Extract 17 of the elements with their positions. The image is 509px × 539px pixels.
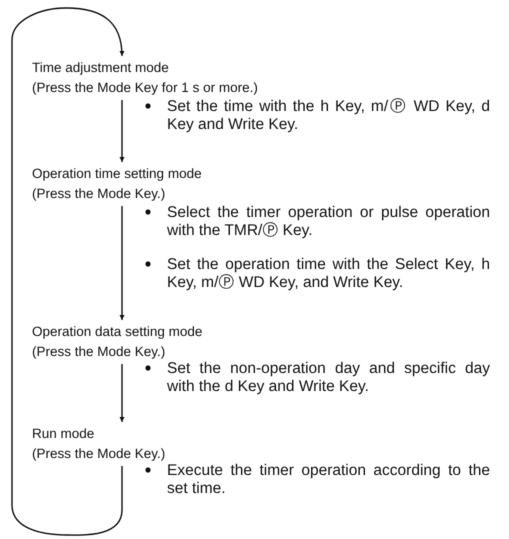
mode-instruction: (Press the Mode Key.) <box>32 185 166 203</box>
note-text: Execute the timer operation according to the set time. <box>167 462 490 498</box>
arrow <box>120 100 124 162</box>
mode-instruction: (Press the Mode Key.) <box>32 445 166 463</box>
mode-instruction: (Press the Mode Key.) <box>32 343 166 361</box>
arrow <box>120 206 124 320</box>
mode-instruction: (Press the Mode Key for 1 s or more.) <box>32 79 258 97</box>
note-text: Set the time with the h Key, m/Ⓟ WD Key, d Key and Write Key. <box>167 98 490 134</box>
mode-title: Operation time setting mode <box>32 165 202 183</box>
note-text: Set the non-operation day and specific day with the d Key and Write Key. <box>167 360 490 396</box>
arrow <box>11 7 124 536</box>
arrow <box>120 364 124 422</box>
note-text: Set the operation time with the Select Key, h Key, m/Ⓟ WD Key, and Write Key. <box>167 256 490 292</box>
mode-title: Time adjustment mode <box>32 59 169 77</box>
mode-title: Operation data setting mode <box>32 323 202 341</box>
note-text: Select the timer operation or pulse operation with the TMR/Ⓟ Key. <box>167 204 490 240</box>
mode-title: Run mode <box>32 425 94 443</box>
